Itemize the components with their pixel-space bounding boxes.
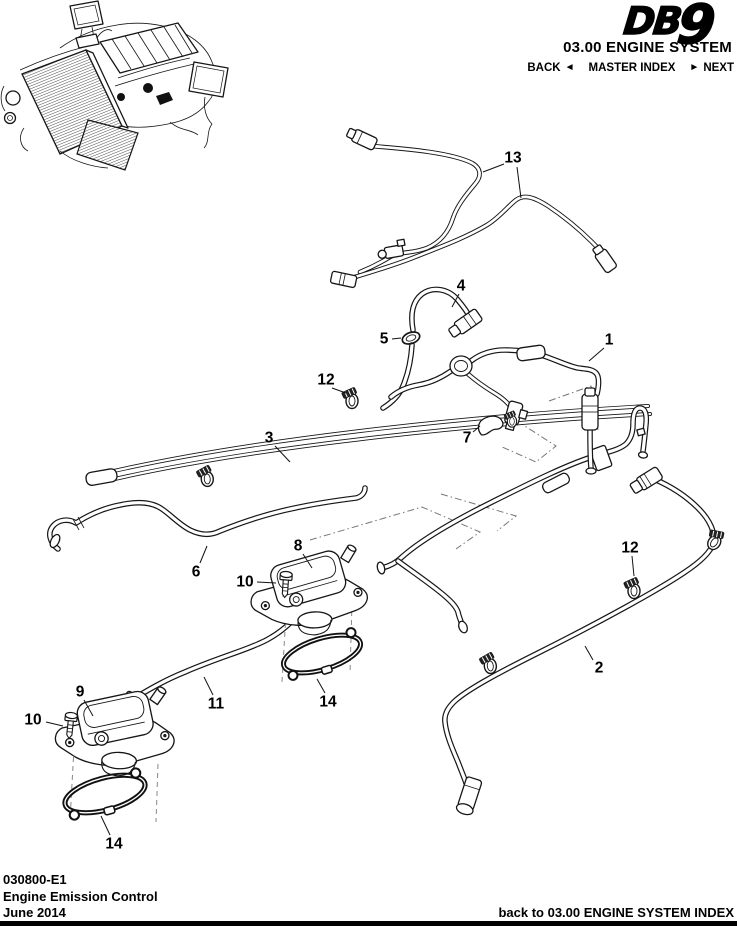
bottom-divider-bar <box>0 921 737 926</box>
callout-label-12: 12 <box>317 372 334 389</box>
callout-label-6: 6 <box>192 564 201 581</box>
nav-back-label: BACK <box>527 62 561 74</box>
nav-next-label: NEXT <box>703 62 734 74</box>
back-to-index-link[interactable]: back to 03.00 ENGINE SYSTEM INDEX <box>498 905 734 920</box>
header-navigation: BACK ◄ MASTER INDEX ► NEXT <box>527 62 734 74</box>
ring-5 <box>401 331 421 345</box>
callout-leader-line <box>631 555 635 577</box>
callout-label-7: 7 <box>463 430 472 447</box>
callout-label-2: 2 <box>595 660 604 677</box>
callout-label-4: 4 <box>457 278 466 295</box>
hose-assembly-1 <box>388 344 602 475</box>
purge-valve-9-cluster <box>53 681 177 825</box>
callout-label-9: 9 <box>76 684 85 701</box>
hose-4 <box>380 286 483 411</box>
db9-logo: DB 9 <box>621 1 719 57</box>
purge-valve-8-cluster <box>248 542 370 685</box>
nav-back-link[interactable]: BACK ◄ <box>527 62 574 74</box>
document-title: Engine Emission Control <box>3 888 158 904</box>
document-info: 030800-E1 Engine Emission Control June 2… <box>3 872 158 922</box>
nav-next-link[interactable]: ► NEXT <box>689 62 734 74</box>
hose-crook <box>376 405 650 575</box>
callout-label-8: 8 <box>294 538 303 555</box>
ecu-module-right <box>188 61 229 149</box>
callout-leader-line <box>451 293 460 308</box>
callout-leader-line <box>302 553 313 569</box>
callout-label-1: 1 <box>605 332 614 349</box>
logo-db-text: DB <box>622 1 683 43</box>
callout-leader-line <box>274 445 291 463</box>
callout-label-5: 5 <box>380 331 389 348</box>
hose-clamps-12 <box>194 386 641 676</box>
callout-leader-line <box>83 699 94 717</box>
nav-back-arrow-icon: ◄ <box>564 62 575 73</box>
hose-2 <box>442 466 728 816</box>
callout-label-10: 10 <box>236 574 253 591</box>
callout-label-11: 11 <box>208 696 225 713</box>
callout-label-14: 14 <box>319 694 337 711</box>
callout-leader-line <box>516 166 522 199</box>
callout-label-14: 14 <box>105 836 123 853</box>
callout-leader-line <box>256 581 277 584</box>
nav-master-index-label: MASTER INDEX <box>588 62 676 74</box>
nav-master-index-link[interactable]: MASTER INDEX <box>589 62 676 74</box>
clip-7 <box>477 415 504 436</box>
pipe-assembly-3 <box>85 404 652 486</box>
hose-harness-13 <box>329 127 617 289</box>
callout-leader-line <box>100 815 111 836</box>
callout-leader-line <box>316 678 326 694</box>
callout-label-12: 12 <box>621 540 638 557</box>
callout-leader-line <box>45 721 64 727</box>
hose-short-capped <box>395 558 468 634</box>
callout-label-13: 13 <box>504 150 522 167</box>
callout-layer: 13 4 5 1 12 3 7 6 8 10 14 12 2 9 10 11 14 <box>24 150 638 853</box>
callout-leader-line <box>588 347 605 362</box>
page-title: 03.00 ENGINE SYSTEM <box>563 39 732 56</box>
hose-6 <box>47 485 368 552</box>
callout-leader-line <box>584 645 594 661</box>
document-date: June 2014 <box>3 905 66 920</box>
callout-label-10: 10 <box>24 712 41 729</box>
engine-location-thumbnail <box>0 0 229 171</box>
callout-label-3: 3 <box>265 430 274 447</box>
callout-leader-line <box>331 387 347 394</box>
document-number: 030800-E1 <box>3 872 67 887</box>
callout-leader-line <box>203 676 214 696</box>
callout-leader-line <box>482 163 505 173</box>
logo-9-text: 9 <box>674 1 718 56</box>
nav-next-arrow-icon: ► <box>689 62 700 73</box>
callout-leader-line <box>472 425 481 433</box>
ecu-module-top <box>69 0 104 49</box>
callout-leader-line <box>199 545 208 564</box>
callout-leader-line <box>391 337 402 340</box>
